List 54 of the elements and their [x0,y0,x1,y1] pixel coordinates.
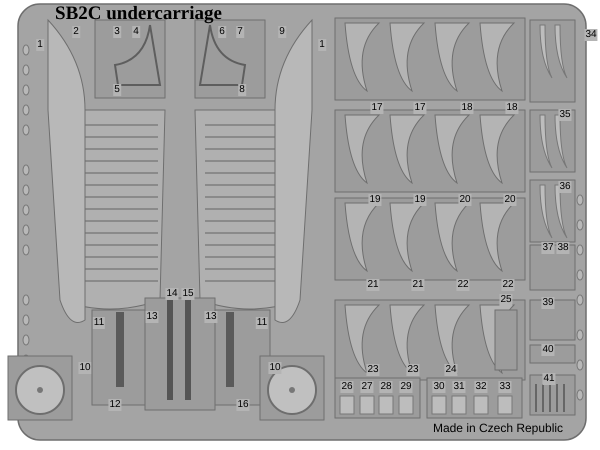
part-number: 16 [236,399,250,411]
part-number: 23 [366,364,380,376]
part-number: 21 [411,279,425,291]
part-number: 26 [340,381,354,393]
part-number: 37 [541,242,555,254]
part-number: 27 [360,381,374,393]
part-number: 30 [432,381,446,393]
note: Made in Czech Republic [432,421,564,435]
part-number: 20 [458,194,472,206]
part-number: 11 [92,317,106,329]
part-number: 25 [499,294,513,306]
part-number: 17 [370,102,384,114]
part-number: 10 [268,362,282,374]
part-number: 35 [558,109,572,121]
part-number: 22 [501,279,515,291]
part-number: 15 [181,288,195,300]
part-number: 11 [256,317,268,329]
part-number: 29 [399,381,413,393]
part-number: 4 [132,26,140,38]
part-number: 34 [584,29,598,41]
part-number: 17 [413,102,427,114]
part-number: 33 [498,381,512,393]
title: SB2C undercarriage [55,2,222,26]
part-number: 13 [145,311,159,323]
part-number: 5 [113,84,121,96]
part-number: 28 [379,381,393,393]
part-number: 19 [413,194,427,206]
part-number: 3 [113,26,121,38]
part-number: 36 [558,181,572,193]
part-number: 10 [78,362,92,374]
part-number: 19 [368,194,382,206]
part-number: 39 [541,297,555,309]
part-number: 2 [72,26,80,38]
part-number: 38 [556,242,570,254]
part-number: 18 [505,102,519,114]
part-number: 23 [406,364,420,376]
part-number: 40 [541,344,555,356]
part-number: 18 [460,102,474,114]
part-number: 7 [236,26,244,38]
part-number: 8 [238,84,246,96]
part-number: 22 [456,279,470,291]
part-number: 6 [218,26,226,38]
part-number: 24 [444,364,458,376]
part-number: 14 [165,288,179,300]
part-number: 13 [204,311,218,323]
part-number: 20 [503,194,517,206]
part-number: 21 [366,279,380,291]
part-number: 9 [278,26,286,38]
part-number: 41 [542,373,556,385]
part-number: 1 [318,39,326,51]
part-number: 12 [108,399,122,411]
part-number: 32 [474,381,488,393]
part-number: 1 [36,39,44,51]
part-number: 31 [452,381,466,393]
